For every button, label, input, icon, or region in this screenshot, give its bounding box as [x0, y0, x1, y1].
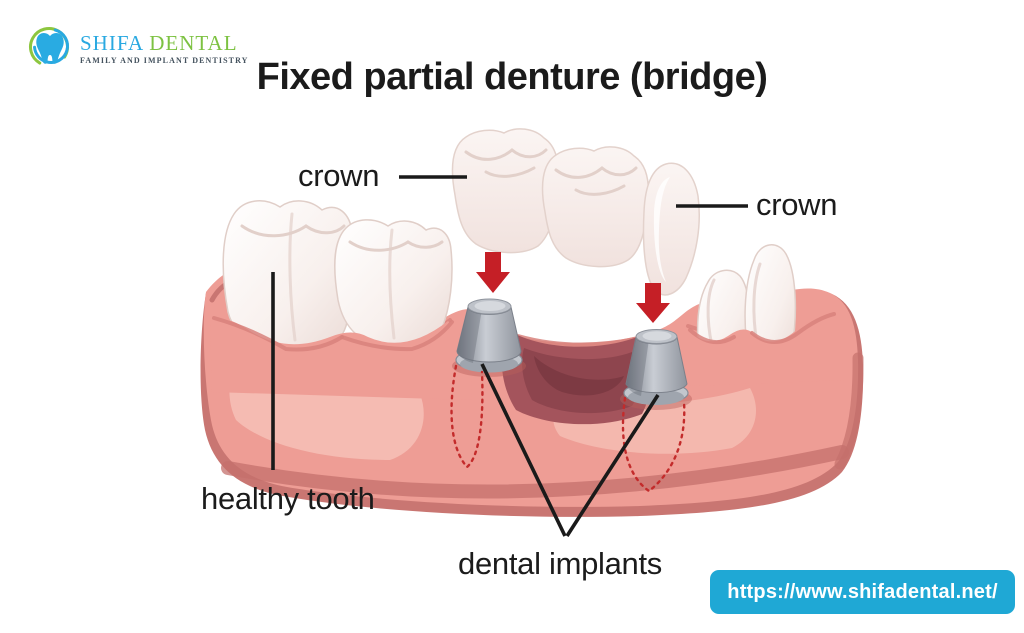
healthy-tooth-left: [222, 200, 355, 357]
arrow-down-right-icon: [636, 283, 670, 323]
label-healthy-tooth: healthy tooth: [201, 481, 375, 516]
implant-root-outline-right: [621, 396, 686, 493]
gum-cavity: [501, 330, 651, 425]
label-crown-left: crown: [298, 158, 380, 193]
arrow-down-left-icon: [476, 252, 510, 293]
brand-tagline: FAMILY AND IMPLANT DENTISTRY: [80, 56, 249, 65]
gum-collar: [210, 312, 844, 400]
healthy-tooth-right: [333, 219, 453, 350]
brand-name: SHIFA DENTAL: [80, 31, 238, 55]
logo-text: SHIFA DENTAL FAMILY AND IMPLANT DENTISTR…: [80, 24, 249, 66]
website-url-link[interactable]: https://www.shifadental.net/: [710, 570, 1015, 614]
logo: SHIFA DENTAL FAMILY AND IMPLANT DENTISTR…: [28, 24, 249, 70]
implant-root-outline-left: [450, 364, 484, 469]
dental-implant-right: [620, 329, 692, 410]
dental-implant-left: [452, 298, 526, 377]
label-dental-implants: dental implants: [458, 546, 663, 581]
leader-lines: [271, 175, 748, 537]
page-title: Fixed partial denture (bridge): [256, 56, 768, 98]
bridge-crowns: [451, 128, 700, 296]
label-crown-right: crown: [756, 187, 838, 222]
tooth-logo-icon: [28, 27, 69, 67]
